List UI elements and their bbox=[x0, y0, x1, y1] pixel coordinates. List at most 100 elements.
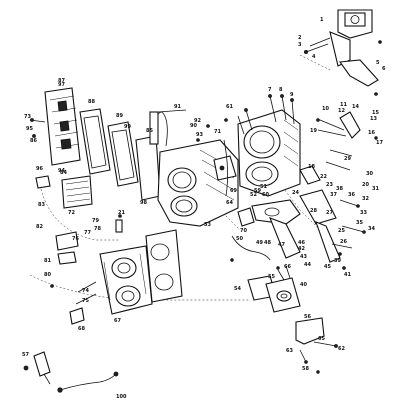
callout-71: 71 bbox=[214, 129, 221, 135]
callout-70: 70 bbox=[240, 228, 247, 234]
exhaust-cover-assembly bbox=[29, 87, 161, 201]
callout-95: 95 bbox=[26, 126, 33, 132]
callout-29: 29 bbox=[344, 156, 351, 162]
callout-91: 91 bbox=[174, 104, 181, 110]
callout-99: 99 bbox=[124, 124, 131, 130]
callout-9: 9 bbox=[290, 92, 294, 98]
callout-83: 83 bbox=[38, 202, 45, 208]
intake-gasket bbox=[145, 229, 183, 303]
callout-46: 46 bbox=[298, 240, 305, 246]
callout-20: 20 bbox=[362, 182, 369, 188]
callout-48: 48 bbox=[264, 240, 271, 246]
callout-93: 93 bbox=[196, 132, 203, 138]
callout-11: 11 bbox=[340, 102, 347, 108]
callout-57: 57 bbox=[22, 352, 29, 358]
callout-55: 55 bbox=[268, 274, 275, 280]
callout-72: 72 bbox=[68, 210, 75, 216]
callout-63: 63 bbox=[286, 348, 293, 354]
sensor-bolt bbox=[23, 351, 51, 385]
callout-13: 13 bbox=[370, 116, 377, 122]
crankcase-housing bbox=[237, 94, 301, 197]
callout-69: 69 bbox=[230, 188, 237, 194]
callout-97: 97 bbox=[58, 82, 65, 88]
callout-26: 26 bbox=[340, 239, 347, 245]
callout-60: 60 bbox=[262, 192, 269, 198]
callout-81: 81 bbox=[44, 258, 51, 264]
callout-82: 82 bbox=[36, 224, 43, 230]
lower-bracket bbox=[295, 317, 338, 364]
callout-52: 52 bbox=[250, 192, 257, 198]
callout-27: 27 bbox=[326, 210, 333, 216]
callout-74: 74 bbox=[82, 288, 89, 294]
callout-14: 14 bbox=[352, 104, 359, 110]
callout-53: 53 bbox=[204, 222, 211, 228]
callout-45: 45 bbox=[324, 264, 331, 270]
callout-51: 51 bbox=[260, 184, 267, 190]
callout-68: 68 bbox=[78, 326, 85, 332]
callout-54: 54 bbox=[234, 286, 241, 292]
callout-15: 15 bbox=[372, 110, 379, 116]
callout-25: 25 bbox=[338, 228, 345, 234]
callout-1: 1 bbox=[320, 17, 324, 23]
callout-2: 2 bbox=[298, 35, 302, 41]
callout-18: 18 bbox=[308, 164, 315, 170]
callout-89: 89 bbox=[116, 113, 123, 119]
callout-66: 66 bbox=[284, 264, 291, 270]
callout-77: 77 bbox=[84, 230, 91, 236]
callout-79: 79 bbox=[92, 218, 99, 224]
callout-98: 98 bbox=[140, 200, 147, 206]
fuel-hose bbox=[223, 139, 271, 261]
callout-22: 22 bbox=[320, 174, 327, 180]
callout-10: 10 bbox=[322, 106, 329, 112]
callout-64: 64 bbox=[226, 200, 233, 206]
crankcase-cover bbox=[55, 219, 153, 325]
callout-23: 23 bbox=[326, 182, 333, 188]
callout-17: 17 bbox=[376, 140, 383, 146]
callout-85: 85 bbox=[146, 128, 153, 134]
callout-43: 43 bbox=[300, 254, 307, 260]
callout-59: 59 bbox=[254, 188, 261, 194]
callout-32: 32 bbox=[362, 196, 369, 202]
callout-67: 67 bbox=[114, 318, 121, 324]
callout-47: 47 bbox=[278, 242, 285, 248]
power-pack bbox=[35, 175, 93, 209]
callout-labels: 1 2 3 4 5 6 7 8 9 10 11 12 13 14 15 16 1… bbox=[22, 17, 386, 400]
sensor-cable bbox=[57, 371, 119, 393]
callout-19: 19 bbox=[310, 128, 317, 134]
callout-50: 50 bbox=[236, 236, 243, 242]
callout-78: 78 bbox=[94, 226, 101, 232]
callout-8: 8 bbox=[279, 87, 283, 93]
callout-96: 96 bbox=[36, 166, 43, 172]
callout-61: 61 bbox=[226, 104, 233, 110]
callout-34: 34 bbox=[368, 226, 375, 232]
callout-58: 58 bbox=[302, 366, 309, 372]
cylinder-block bbox=[149, 109, 239, 227]
callout-90: 90 bbox=[190, 123, 197, 129]
callout-24: 24 bbox=[292, 190, 299, 196]
callout-6: 6 bbox=[382, 66, 386, 72]
callout-33: 33 bbox=[360, 210, 367, 216]
callout-16: 16 bbox=[368, 130, 375, 136]
callout-42: 42 bbox=[298, 246, 305, 252]
callout-76: 76 bbox=[72, 236, 79, 242]
callout-41: 41 bbox=[344, 272, 351, 278]
linkage-assemblies bbox=[237, 111, 378, 263]
callout-62: 62 bbox=[338, 346, 345, 352]
callout-80: 80 bbox=[44, 272, 51, 278]
callout-31: 31 bbox=[372, 186, 379, 192]
callout-36: 36 bbox=[348, 192, 355, 198]
callout-7: 7 bbox=[268, 87, 272, 93]
callout-88: 88 bbox=[88, 99, 95, 105]
callout-3: 3 bbox=[298, 42, 302, 48]
callout-87: 87 bbox=[58, 78, 65, 84]
callout-38: 38 bbox=[336, 186, 343, 192]
callout-39: 39 bbox=[334, 258, 341, 264]
callout-35: 35 bbox=[356, 220, 363, 226]
callout-92: 92 bbox=[194, 118, 201, 124]
callout-100: 100 bbox=[116, 394, 127, 400]
callout-37: 37 bbox=[330, 192, 337, 198]
callout-30: 30 bbox=[366, 171, 373, 177]
callout-65: 65 bbox=[318, 336, 325, 342]
callout-56: 56 bbox=[304, 314, 311, 320]
